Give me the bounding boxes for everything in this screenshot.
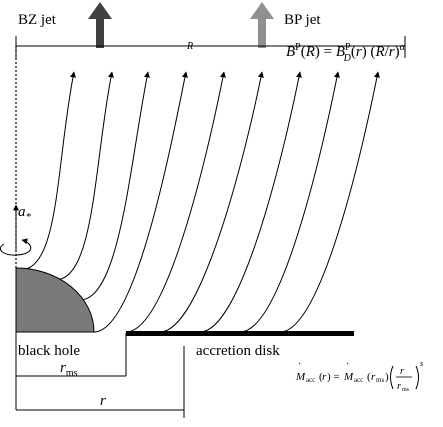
- spin-arrow: [0, 204, 32, 256]
- svg-text:s: s: [420, 359, 423, 368]
- svg-text:(: (: [319, 371, 323, 383]
- field-line: [19, 71, 76, 271]
- black-hole-label: black hole: [18, 343, 80, 359]
- svg-text:·: ·: [346, 359, 349, 370]
- field-line: [54, 71, 114, 281]
- svg-text:acc: acc: [306, 376, 315, 384]
- r-label: r: [100, 393, 106, 409]
- bz-jet-label: BZ jet: [18, 12, 57, 28]
- svg-text:) =: ) =: [327, 371, 340, 383]
- accretion-disk-label: accretion disk: [196, 343, 280, 359]
- svg-text:M: M: [295, 371, 306, 383]
- field-line: [79, 71, 150, 301]
- field-line: [279, 71, 380, 333]
- svg-text:): ): [385, 371, 389, 383]
- accretion-disk: [126, 331, 354, 336]
- svg-text:r: r: [322, 371, 327, 383]
- svg-text:·: ·: [298, 359, 301, 370]
- field-line: [159, 71, 264, 333]
- field-line: [199, 71, 302, 333]
- svg-text:acc: acc: [354, 376, 363, 384]
- bp-jet-label: BP jet: [284, 12, 321, 28]
- svg-text:(: (: [367, 371, 371, 383]
- svg-text:M: M: [343, 371, 354, 383]
- R-label: R: [186, 41, 193, 52]
- black-hole: [15, 267, 95, 333]
- svg-text:r: r: [400, 366, 404, 377]
- svg-text:ms: ms: [376, 376, 384, 384]
- svg-text:ms: ms: [402, 387, 410, 393]
- field-line: [239, 71, 340, 333]
- field-line: [93, 71, 188, 333]
- bp-jet-arrow: [250, 2, 274, 48]
- svg-text:r: r: [397, 381, 401, 392]
- mdot-formula: M · acc ( r ) = M · acc ( r ms ) r r ms …: [295, 359, 423, 393]
- bz-jet-arrow: [88, 2, 112, 48]
- spin-label: a*: [18, 204, 32, 223]
- magnetic-field-lines: [19, 71, 380, 333]
- svg-text:r: r: [371, 371, 376, 383]
- field-line: [125, 71, 226, 333]
